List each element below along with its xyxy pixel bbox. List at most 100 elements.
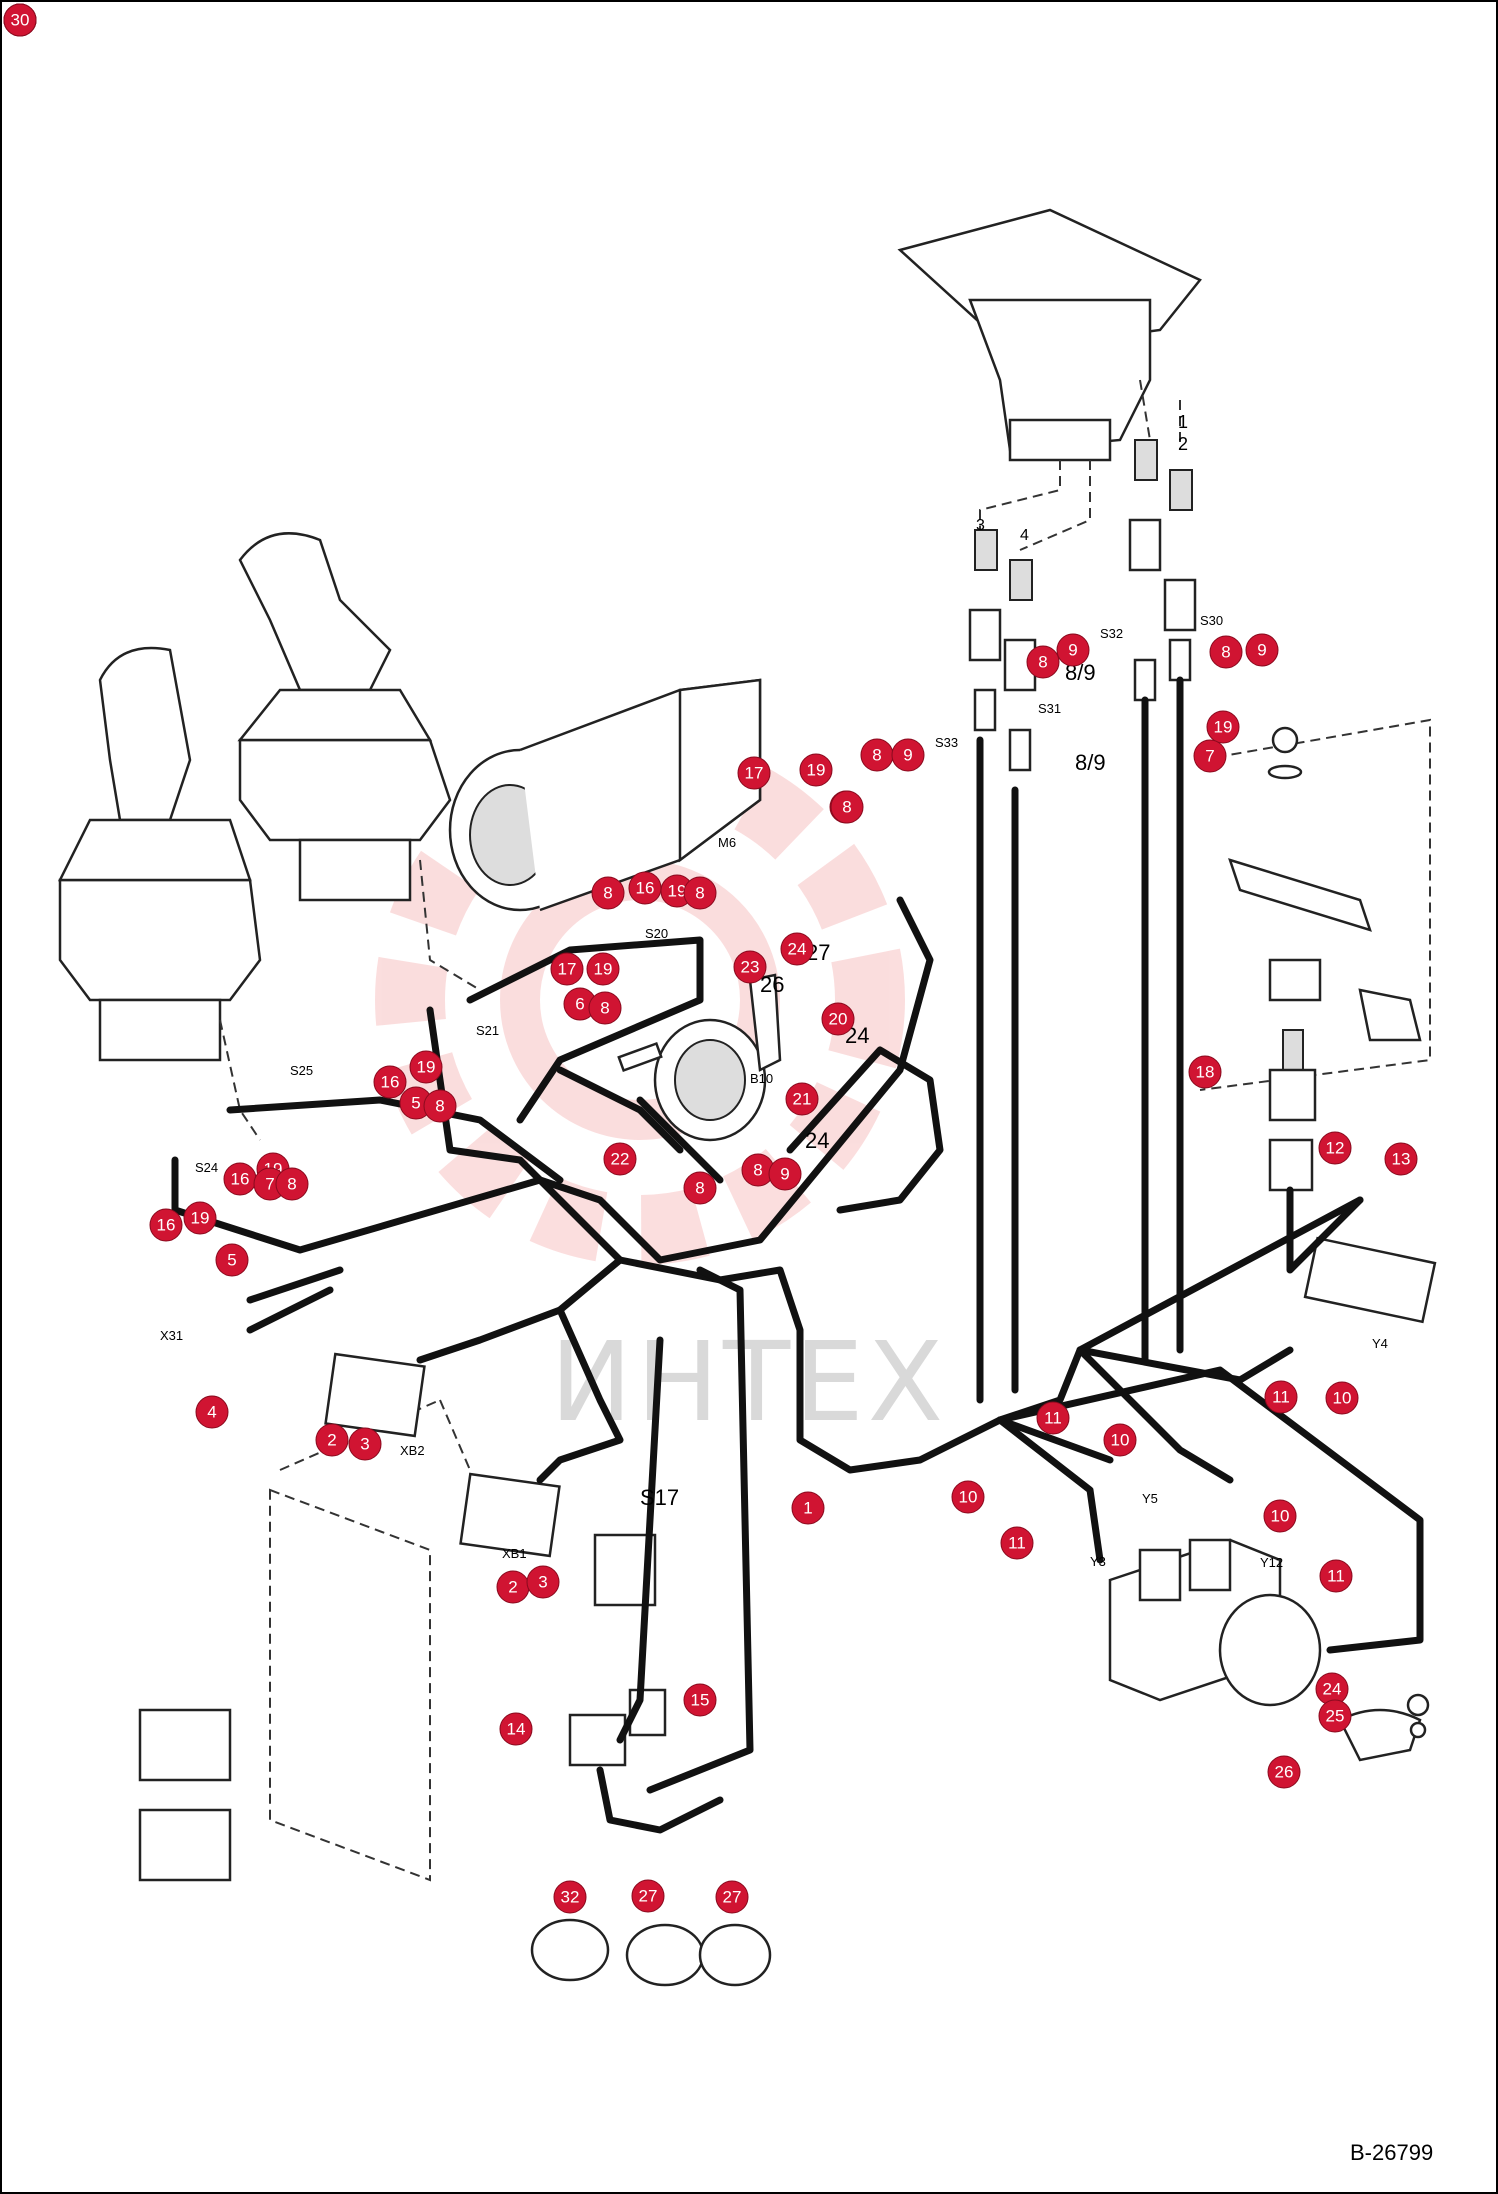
label-26: 26 — [760, 972, 784, 997]
svg-text:13: 13 — [1392, 1150, 1411, 1169]
svg-text:8: 8 — [603, 884, 612, 903]
svg-text:10: 10 — [1333, 1389, 1352, 1408]
callout-3: 3 — [526, 1565, 560, 1599]
svg-text:19: 19 — [1214, 718, 1233, 737]
callout-8: 8 — [588, 991, 622, 1025]
callout-11: 11 — [1036, 1401, 1070, 1435]
callout-19: 19 — [409, 1050, 443, 1084]
callout-19: 19 — [1206, 710, 1240, 744]
svg-text:10: 10 — [959, 1488, 978, 1507]
label-y12: Y12 — [1260, 1555, 1283, 1570]
label-s24: S24 — [195, 1160, 218, 1175]
svg-text:23: 23 — [741, 958, 760, 977]
svg-text:8: 8 — [287, 1175, 296, 1194]
svg-text:8: 8 — [600, 999, 609, 1018]
svg-text:17: 17 — [558, 960, 577, 979]
pressure-switches — [968, 439, 1197, 772]
callout-32: 32 — [553, 1880, 587, 1914]
svg-text:26: 26 — [1275, 1763, 1294, 1782]
callout-4: 4 — [195, 1395, 229, 1429]
svg-text:10: 10 — [1271, 1507, 1290, 1526]
joystick-right — [237, 532, 481, 991]
label-s17: S17 — [640, 1485, 679, 1510]
callout-8: 8 — [1026, 645, 1060, 679]
fuse-board — [269, 1399, 501, 1882]
valve-block — [1108, 1236, 1437, 1707]
callout-9: 9 — [1056, 633, 1090, 667]
svg-text:19: 19 — [668, 882, 687, 901]
svg-text:12: 12 — [1326, 1139, 1345, 1158]
svg-text:8: 8 — [1038, 653, 1047, 672]
svg-text:4: 4 — [207, 1403, 216, 1422]
callout-7: 7 — [1193, 739, 1227, 773]
callout-21: 21 — [785, 1082, 819, 1116]
joystick-left — [57, 646, 262, 1141]
svg-text:9: 9 — [1257, 641, 1266, 660]
label-8-9-a: 8/9 — [1075, 750, 1106, 775]
callout-26: 26 — [1267, 1755, 1301, 1789]
callout-24: 24 — [780, 932, 814, 966]
svg-text:30: 30 — [11, 11, 30, 30]
callout-8: 8 — [591, 876, 625, 910]
svg-text:8: 8 — [695, 1179, 704, 1198]
svg-text:6: 6 — [575, 995, 584, 1014]
callout-1: 1 — [791, 1491, 825, 1525]
callout-9: 9 — [768, 1157, 802, 1191]
svg-text:19: 19 — [807, 761, 826, 780]
svg-text:27: 27 — [723, 1888, 742, 1907]
svg-text:18: 18 — [1196, 1063, 1215, 1082]
label-s33: S33 — [935, 735, 958, 750]
svg-text:8: 8 — [435, 1097, 444, 1116]
label-s20: S20 — [645, 926, 668, 941]
callout-8: 8 — [275, 1167, 309, 1201]
svg-text:15: 15 — [691, 1691, 710, 1710]
callout-24: 24 — [1315, 1672, 1349, 1706]
svg-text:8: 8 — [753, 1161, 762, 1180]
label-s31: S31 — [1038, 701, 1061, 716]
callout-16: 16 — [223, 1162, 257, 1196]
callout-19: 19 — [586, 952, 620, 986]
callout-23: 23 — [733, 950, 767, 984]
svg-text:21: 21 — [793, 1090, 812, 1109]
label-s30: S30 — [1200, 613, 1223, 628]
callout-11: 11 — [1319, 1559, 1353, 1593]
label-n4: 4 — [1020, 527, 1029, 544]
connector-blocks — [138, 1352, 561, 1882]
svg-text:1: 1 — [803, 1499, 812, 1518]
label-s32: S32 — [1100, 626, 1123, 641]
callout-11: 11 — [1264, 1380, 1298, 1414]
callout-5: 5 — [215, 1243, 249, 1277]
blower-motor — [448, 678, 762, 912]
svg-text:17: 17 — [745, 764, 764, 783]
svg-text:9: 9 — [780, 1165, 789, 1184]
callout-22: 22 — [603, 1142, 637, 1176]
svg-text:10: 10 — [1111, 1431, 1130, 1450]
svg-text:22: 22 — [611, 1150, 630, 1169]
callout-30: 30 — [3, 3, 37, 37]
label-n2: 2 — [1178, 434, 1188, 454]
callout-10: 10 — [1263, 1499, 1297, 1533]
callout-20: 20 — [821, 1002, 855, 1036]
label-y4: Y4 — [1372, 1336, 1388, 1351]
callout-10: 10 — [951, 1480, 985, 1514]
label-xb2: XB2 — [400, 1443, 425, 1458]
label-n1: 1 — [1178, 412, 1188, 432]
svg-text:19: 19 — [417, 1058, 436, 1077]
label-x31: X31 — [160, 1328, 183, 1343]
callout-8: 8 — [860, 738, 894, 772]
label-b10: B10 — [750, 1071, 773, 1086]
label-s21: S21 — [476, 1023, 499, 1038]
callout-17: 17 — [550, 952, 584, 986]
callout-16: 16 — [149, 1208, 183, 1242]
svg-text:20: 20 — [829, 1010, 848, 1029]
callout-2: 2 — [315, 1423, 349, 1457]
svg-text:3: 3 — [538, 1573, 547, 1592]
label-s25: S25 — [290, 1063, 313, 1078]
callout-10: 10 — [1103, 1423, 1137, 1457]
callout-8: 8 — [683, 1171, 717, 1205]
horn — [617, 973, 782, 1142]
svg-text:19: 19 — [594, 960, 613, 979]
